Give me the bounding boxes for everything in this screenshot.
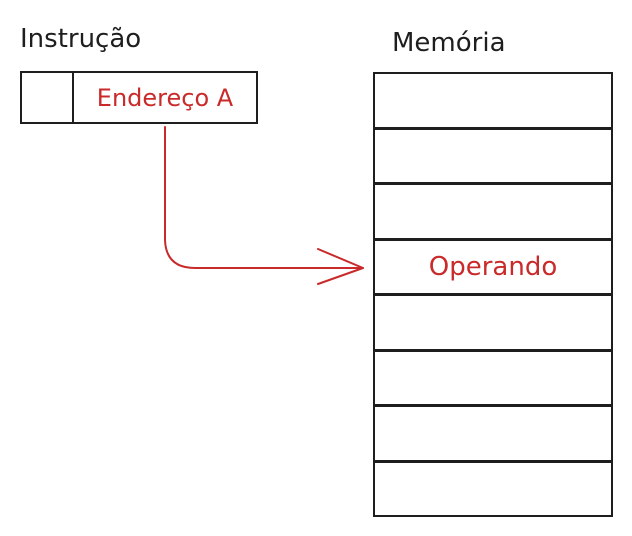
memory-cell [375,352,611,407]
memory-cell [375,296,611,352]
pointer-arrow-line [164,126,364,269]
instruction-opcode-field [22,73,74,122]
memory-title: Memória [392,28,506,58]
pointer-arrowhead [317,248,364,285]
memory-cell [375,74,611,130]
instruction-title: Instrução [20,24,142,54]
memory-cell [375,185,611,241]
memory-cell [375,407,611,463]
memory-block: Operando [373,72,613,517]
memory-cell [375,463,611,516]
instruction-box: Endereço A [20,71,258,124]
memory-cell [375,130,611,185]
instruction-address-field: Endereço A [96,83,234,112]
memory-cell-operand: Operando [375,241,611,296]
